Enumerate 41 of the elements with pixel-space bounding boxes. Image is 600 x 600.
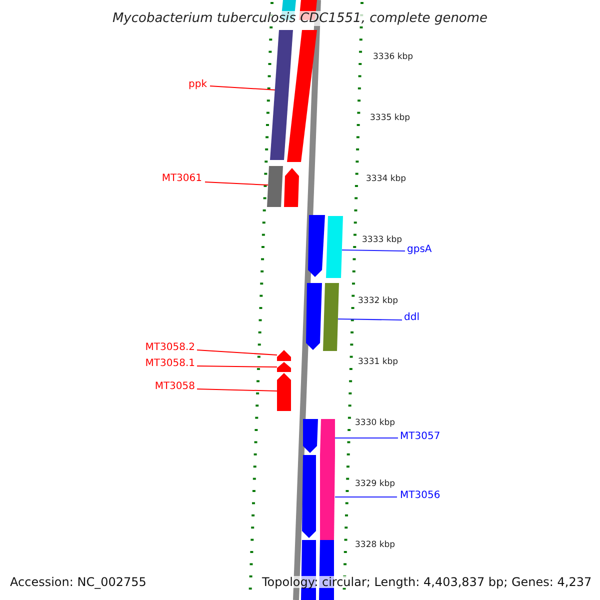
gene-bar: [320, 419, 335, 455]
scale-label: 3332 kbp: [358, 297, 398, 306]
info-text: Accession: NC_002755: [10, 576, 146, 588]
leader-line: [334, 496, 398, 498]
scale-label: 3330 kbp: [355, 419, 396, 428]
gene-bar: [302, 455, 316, 538]
gene-label: ddl: [404, 313, 420, 323]
gene-bar: [270, 30, 293, 160]
scale-label: 3336 kbp: [373, 53, 414, 62]
leader-line: [210, 86, 276, 90]
scale-label: 3333 kbp: [362, 236, 402, 244]
gene-label: MT3057: [400, 432, 440, 442]
gene-label: MT3061: [162, 174, 202, 184]
gene-label: MT3056: [400, 491, 440, 501]
gene-bar: [284, 168, 299, 207]
gene-label: MT3058.1: [145, 359, 195, 369]
leader-line: [342, 250, 406, 252]
gene-label: MT3058.2: [145, 343, 195, 353]
leader-line: [196, 388, 278, 392]
gene-label: ppk: [188, 80, 207, 90]
gene-bar: [320, 455, 335, 540]
leader-line: [196, 350, 278, 356]
gene-bar: [277, 350, 291, 361]
scale-label: 3329 kbp: [355, 480, 396, 488]
info-text: Topology: circular; Length: 4,403,837 bp; Genes: 4,237: [262, 576, 592, 588]
gene-bar: [267, 166, 283, 207]
leader-line: [196, 366, 278, 368]
gene-bar: [287, 30, 317, 162]
scale-label: 3334 kbp: [366, 175, 406, 184]
gene-label: gpsA: [407, 245, 432, 255]
scale-label: 3335 kbp: [370, 114, 410, 122]
gene-bar: [306, 283, 322, 350]
scale-label: 3331 kbp: [358, 358, 398, 366]
gene-bar: [303, 419, 318, 453]
gene-bar: [308, 215, 325, 277]
scale-label: 3328 kbp: [355, 541, 396, 550]
leader-line: [338, 318, 402, 320]
gene-bar: [326, 216, 343, 278]
gene-bar: [323, 283, 339, 351]
gene-label: MT3058: [154, 382, 195, 392]
leader-line: [204, 182, 268, 186]
